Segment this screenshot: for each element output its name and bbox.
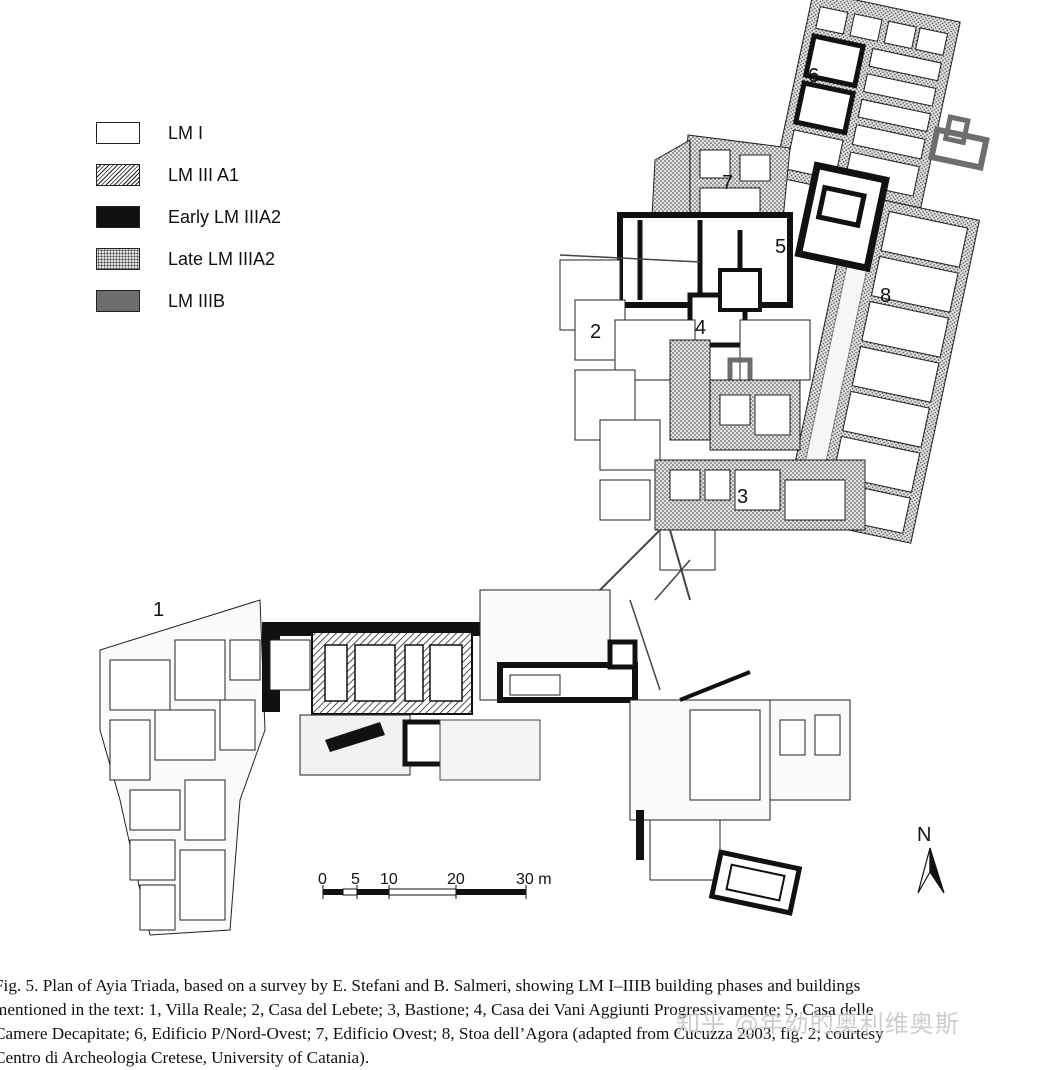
legend-item-early-lm-iiia2: Early LM IIIA2 (96, 202, 316, 230)
scale-bar: 0 5 10 20 30 m (318, 871, 552, 899)
legend-label: LM I (168, 123, 204, 143)
scale-label-10: 10 (380, 871, 398, 888)
caption-line-1: Fig. 5. Plan of Ayia Triada, based on a … (0, 976, 861, 995)
legend-swatch (96, 164, 140, 186)
scale-label-0: 0 (318, 871, 327, 888)
legend-item-lm-iii-a1: LM III A1 (96, 160, 316, 188)
legend-label: Late LM IIIA2 (168, 249, 276, 269)
caption-line-3: Camere Decapitate; 6, Edificio P/Nord-Ov… (0, 1024, 884, 1043)
building-label-6: 6 (808, 65, 819, 87)
figure-caption: Fig. 5. Plan of Ayia Triada, based on a … (0, 974, 1060, 1070)
southeast-area (629, 670, 851, 916)
legend-label: Early LM IIIA2 (168, 207, 282, 227)
legend-swatch (96, 122, 140, 144)
building-label-1: 1 (153, 599, 164, 621)
building-label-3: 3 (737, 486, 748, 508)
legend-item-lm-i: LM I (96, 118, 316, 146)
central-complex (559, 212, 811, 471)
legend-swatch (96, 248, 140, 270)
north-label: N (917, 824, 932, 846)
building-label-7: 7 (722, 172, 733, 194)
building-label-4: 4 (695, 317, 706, 339)
bastione (589, 459, 866, 601)
legend-item-lm-iiib: LM IIIB (96, 286, 316, 314)
north-arrow-icon (917, 847, 945, 894)
site-plan: 1 2 3 4 5 6 7 8 0 5 10 20 30 m (99, 0, 990, 936)
villa-reale (99, 589, 638, 936)
building-label-5: 5 (775, 236, 786, 258)
legend-swatch (96, 206, 140, 228)
legend-label: LM III A1 (168, 165, 240, 185)
watermark: 知乎 @年幼的奥利维奥斯 (676, 1010, 960, 1038)
scale-label-30: 30 m (516, 871, 552, 888)
scale-label-5: 5 (351, 871, 360, 888)
building-label-8: 8 (880, 285, 891, 307)
caption-line-2: mentioned in the text: 1, Villa Reale; 2… (0, 1000, 874, 1019)
scale-label-20: 20 (447, 871, 465, 888)
caption-line-4: Centro di Archeologia Cretese, Universit… (0, 1048, 370, 1067)
legend-item-late-lm-iiia2: Late LM IIIA2 (96, 244, 316, 272)
building-label-2: 2 (590, 321, 601, 343)
legend-swatch (96, 290, 140, 312)
legend-label: LM IIIB (168, 291, 226, 311)
